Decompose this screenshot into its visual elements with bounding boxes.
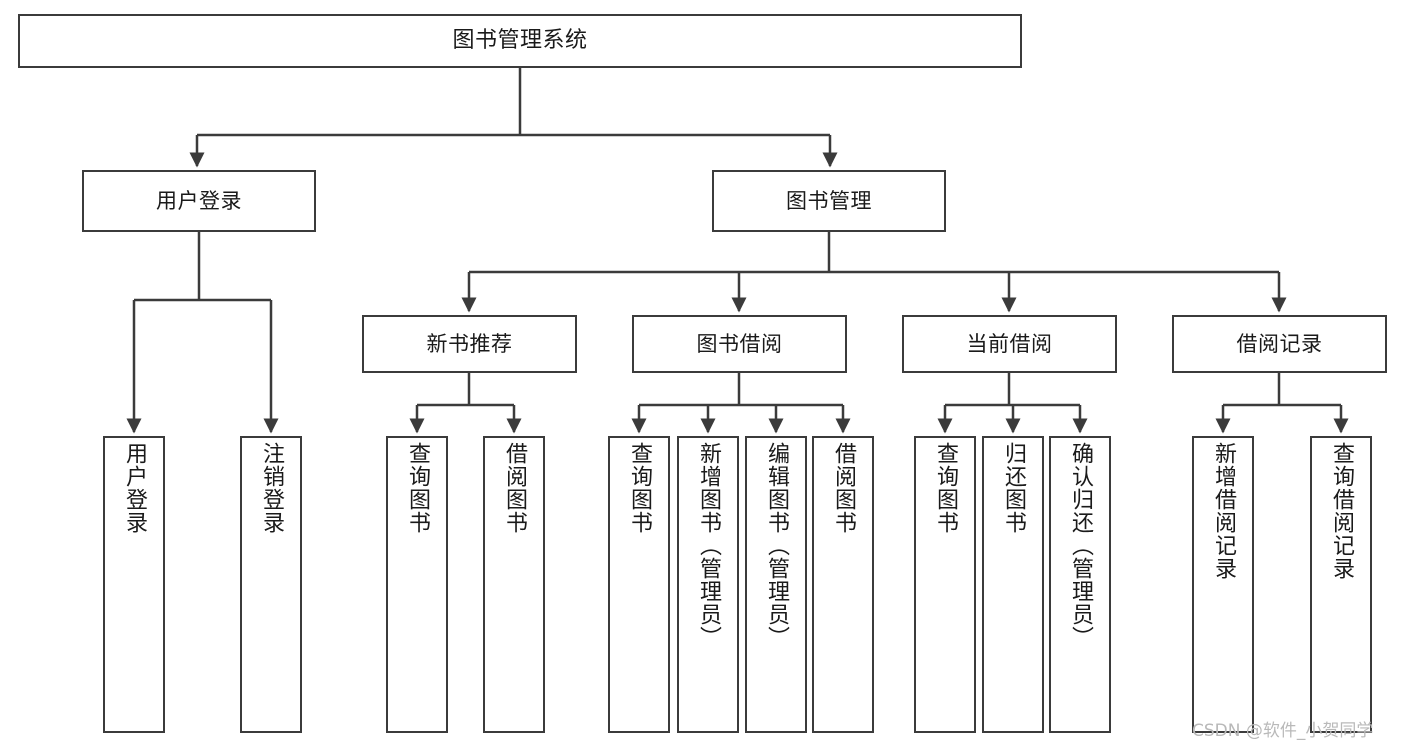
node-leaf-query-book-3[interactable]: 查询图书 <box>914 436 976 733</box>
node-leaf-add-record[interactable]: 新增借阅记录 <box>1192 436 1254 733</box>
node-leaf-query-book-1-label: 查询图书 <box>405 442 430 534</box>
node-leaf-query-book-2[interactable]: 查询图书 <box>608 436 670 733</box>
node-borrow-record[interactable]: 借阅记录 <box>1172 315 1387 373</box>
node-leaf-borrow-book-2-label: 借阅图书 <box>831 442 856 534</box>
node-current-borrow-label: 当前借阅 <box>966 331 1053 356</box>
node-new-book-rec-label: 新书推荐 <box>426 331 513 356</box>
node-user-login[interactable]: 用户登录 <box>82 170 316 232</box>
node-leaf-return-book-label: 归还图书 <box>1001 442 1026 534</box>
node-root-label: 图书管理系统 <box>452 28 588 54</box>
node-leaf-confirm-return-label: 确认归还（管理员） <box>1068 442 1093 649</box>
node-book-manage[interactable]: 图书管理 <box>712 170 946 232</box>
node-new-book-rec[interactable]: 新书推荐 <box>362 315 577 373</box>
node-leaf-user-logout-label: 注销登录 <box>259 442 284 534</box>
node-leaf-borrow-book-1[interactable]: 借阅图书 <box>483 436 545 733</box>
csdn-watermark: CSDN @软件_小贺同学 <box>1192 721 1374 741</box>
node-leaf-add-record-label: 新增借阅记录 <box>1211 442 1236 580</box>
node-leaf-query-record-label: 查询借阅记录 <box>1329 442 1354 580</box>
node-borrow-record-label: 借阅记录 <box>1236 331 1323 356</box>
node-leaf-edit-book-label: 编辑图书（管理员） <box>764 442 789 649</box>
node-current-borrow[interactable]: 当前借阅 <box>902 315 1117 373</box>
node-leaf-add-book[interactable]: 新增图书（管理员） <box>677 436 739 733</box>
node-leaf-user-login[interactable]: 用户登录 <box>103 436 165 733</box>
node-leaf-query-book-1[interactable]: 查询图书 <box>386 436 448 733</box>
node-leaf-add-book-label: 新增图书（管理员） <box>696 442 721 649</box>
node-book-borrow-label: 图书借阅 <box>696 331 783 356</box>
node-leaf-user-login-label: 用户登录 <box>122 442 147 534</box>
node-leaf-borrow-book-1-label: 借阅图书 <box>502 442 527 534</box>
node-leaf-query-book-2-label: 查询图书 <box>627 442 652 534</box>
node-book-borrow[interactable]: 图书借阅 <box>632 315 847 373</box>
node-user-login-label: 用户登录 <box>156 188 242 213</box>
node-leaf-query-record[interactable]: 查询借阅记录 <box>1310 436 1372 733</box>
node-root[interactable]: 图书管理系统 <box>18 14 1022 68</box>
node-leaf-return-book[interactable]: 归还图书 <box>982 436 1044 733</box>
node-leaf-edit-book[interactable]: 编辑图书（管理员） <box>745 436 807 733</box>
node-book-manage-label: 图书管理 <box>786 188 872 213</box>
node-leaf-user-logout[interactable]: 注销登录 <box>240 436 302 733</box>
node-leaf-borrow-book-2[interactable]: 借阅图书 <box>812 436 874 733</box>
node-leaf-query-book-3-label: 查询图书 <box>933 442 958 534</box>
node-leaf-confirm-return[interactable]: 确认归还（管理员） <box>1049 436 1111 733</box>
